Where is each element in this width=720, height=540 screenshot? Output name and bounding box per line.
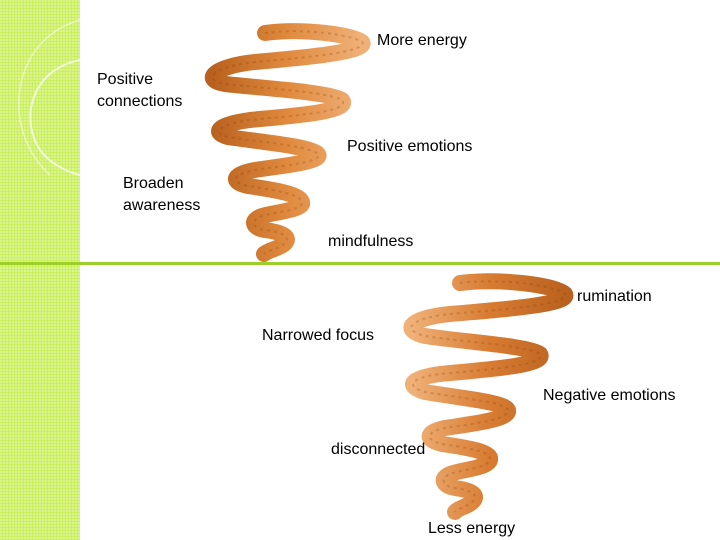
- lower-spiral-coils: [403, 273, 574, 520]
- upper-spiral-coils: [204, 23, 371, 262]
- label-rumination: rumination: [577, 288, 652, 305]
- label-positive-connections: Positive connections: [97, 71, 183, 110]
- label-mindfulness: mindfulness: [328, 233, 414, 250]
- label-narrowed-focus: Narrowed focus: [262, 327, 375, 344]
- sidebar-swirl-decoration: [18, 19, 80, 176]
- decorative-sidebar: [0, 0, 80, 540]
- label-disconnected: disconnected: [331, 441, 426, 458]
- section-divider: [0, 262, 720, 265]
- label-less-energy: Less energy: [428, 520, 516, 537]
- label-broaden-awareness: Broaden awareness: [123, 175, 201, 214]
- label-positive-emotions: Positive emotions: [347, 138, 473, 155]
- label-negative-emotions: Negative emotions: [543, 387, 676, 404]
- label-more-energy: More energy: [377, 32, 467, 49]
